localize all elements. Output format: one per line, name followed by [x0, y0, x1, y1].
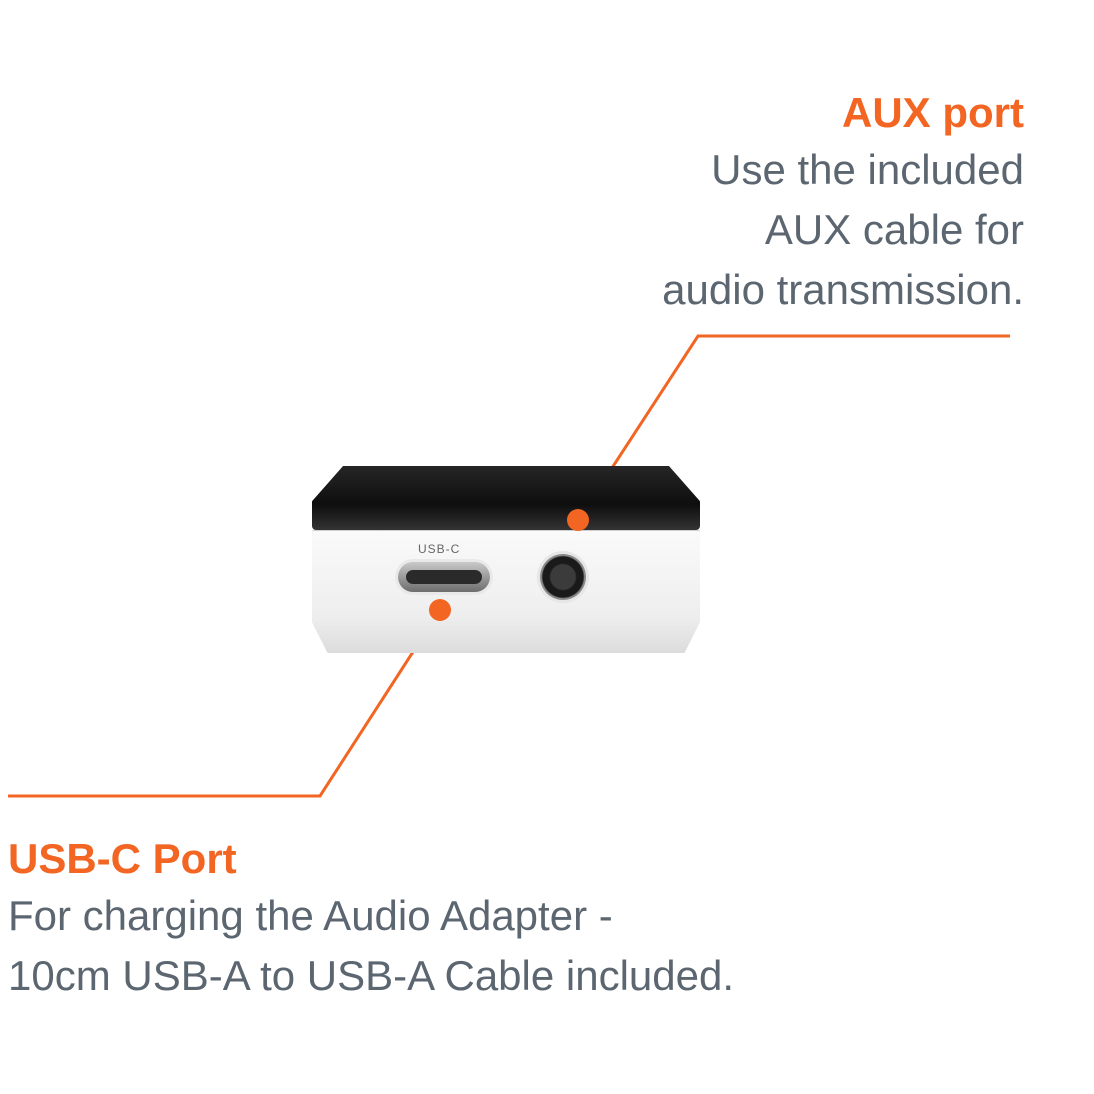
audio-adapter-device: USB-C	[312, 466, 700, 654]
device-body	[312, 530, 700, 653]
usb-c-port-description: For charging the Audio Adapter - 10cm US…	[8, 892, 735, 999]
device-top-shell	[312, 466, 700, 530]
aux-marker-dot	[567, 509, 589, 531]
aux-leader-line	[576, 334, 1010, 521]
aux-jack-icon	[540, 554, 586, 600]
usb-c-port-icon	[398, 562, 490, 592]
aux-port-description: Use the included AUX cable for audio tra…	[662, 146, 1024, 313]
usb-c-port-callout: USB-C Port For charging the Audio Adapte…	[8, 832, 734, 1006]
usb-leader-line	[8, 609, 442, 798]
usb-c-port-label: USB-C	[418, 542, 461, 556]
aux-port-callout: AUX port Use the included AUX cable for …	[662, 86, 1024, 320]
usb-marker-dot	[429, 599, 451, 621]
usb-c-port-title: USB-C Port	[8, 835, 237, 882]
aux-port-title: AUX port	[842, 89, 1024, 136]
